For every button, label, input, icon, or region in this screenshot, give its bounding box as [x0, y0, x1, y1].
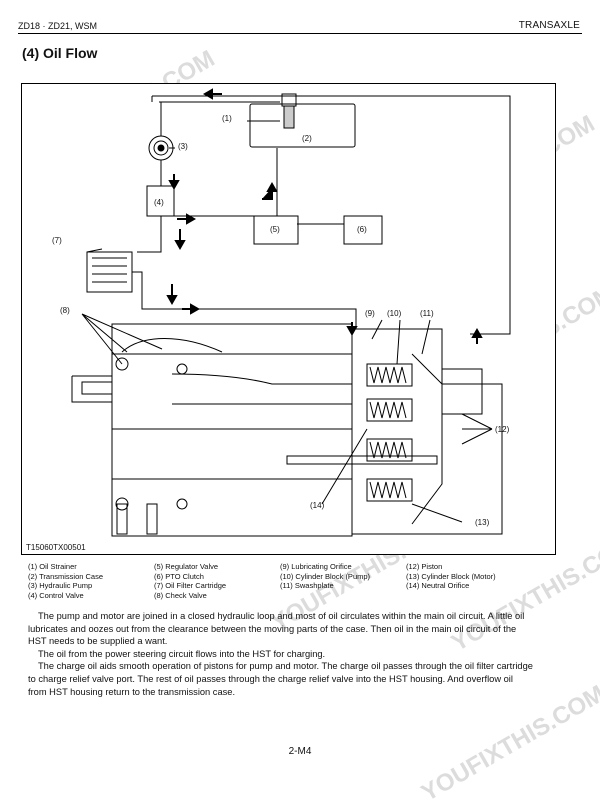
callout-9: (9) [365, 309, 375, 318]
header-rule [18, 33, 582, 34]
callout-7: (7) [52, 236, 62, 245]
legend-item: (11) Swashplate [280, 581, 334, 590]
figure-id: T15060TX00501 [26, 543, 86, 552]
body-paragraph: The charge oil aids smooth operation of … [28, 661, 533, 697]
body-paragraph: The pump and motor are joined in a close… [28, 611, 525, 647]
header-model: ZD18 · ZD21, WSM [18, 21, 98, 31]
legend-item: (6) PTO Clutch [154, 571, 204, 581]
legend-item: (5) Regulator Valve [154, 562, 219, 571]
callout-13: (13) [475, 518, 490, 527]
callout-11: (11) [420, 309, 434, 318]
callout-5: (5) [270, 225, 280, 234]
callout-10: (10) [387, 309, 402, 318]
callout-12: (12) [495, 425, 510, 434]
callout-3: (3) [178, 142, 188, 151]
legend-item: (10) Cylinder Block (Pump) [280, 571, 371, 581]
legend-item: (14) Neutral Orifice [406, 581, 470, 590]
page-number: 2-M4 [288, 746, 312, 757]
callout-1: (1) [222, 114, 232, 123]
callout-8: (8) [60, 306, 70, 315]
legend-item: (9) Lubricating Orifice [280, 562, 352, 571]
legend-item: (12) Piston [406, 562, 443, 571]
legend-item: (1) Oil Strainer [28, 562, 77, 571]
legend-item: (3) Hydraulic Pump [28, 581, 93, 590]
body-paragraph: The oil from the power steering circuit … [38, 648, 326, 659]
legend-item: (2) Transmission Case [28, 571, 104, 581]
header-section: TRANSAXLE [518, 20, 580, 31]
section-title: (4) Oil Flow [22, 45, 98, 61]
legend-item: (4) Control Valve [28, 590, 84, 600]
body-text: The pump and motor are joined in a close… [28, 610, 534, 698]
oil-flow-diagram: (1) (2) (3) (4) (5) (6) (7) (8) (9) (10)… [21, 83, 556, 555]
callout-14: (14) [310, 501, 325, 510]
callout-6: (6) [357, 225, 367, 234]
watermark: YOUFIXTHIS.COM [416, 680, 600, 807]
figure-legend: (1) Oil Strainer (2) Transmission Case (… [28, 562, 580, 612]
legend-item: (7) Oil Filter Cartridge [154, 581, 227, 590]
legend-item: (13) Cylinder Block (Motor) [406, 571, 496, 581]
legend-item: (8) Check Valve [154, 590, 207, 600]
page-header: ZD18 · ZD21, WSM TRANSAXLE [18, 18, 582, 34]
callout-4: (4) [154, 198, 164, 207]
callout-2: (2) [302, 134, 312, 143]
oil-flow-drawing [71, 88, 511, 537]
